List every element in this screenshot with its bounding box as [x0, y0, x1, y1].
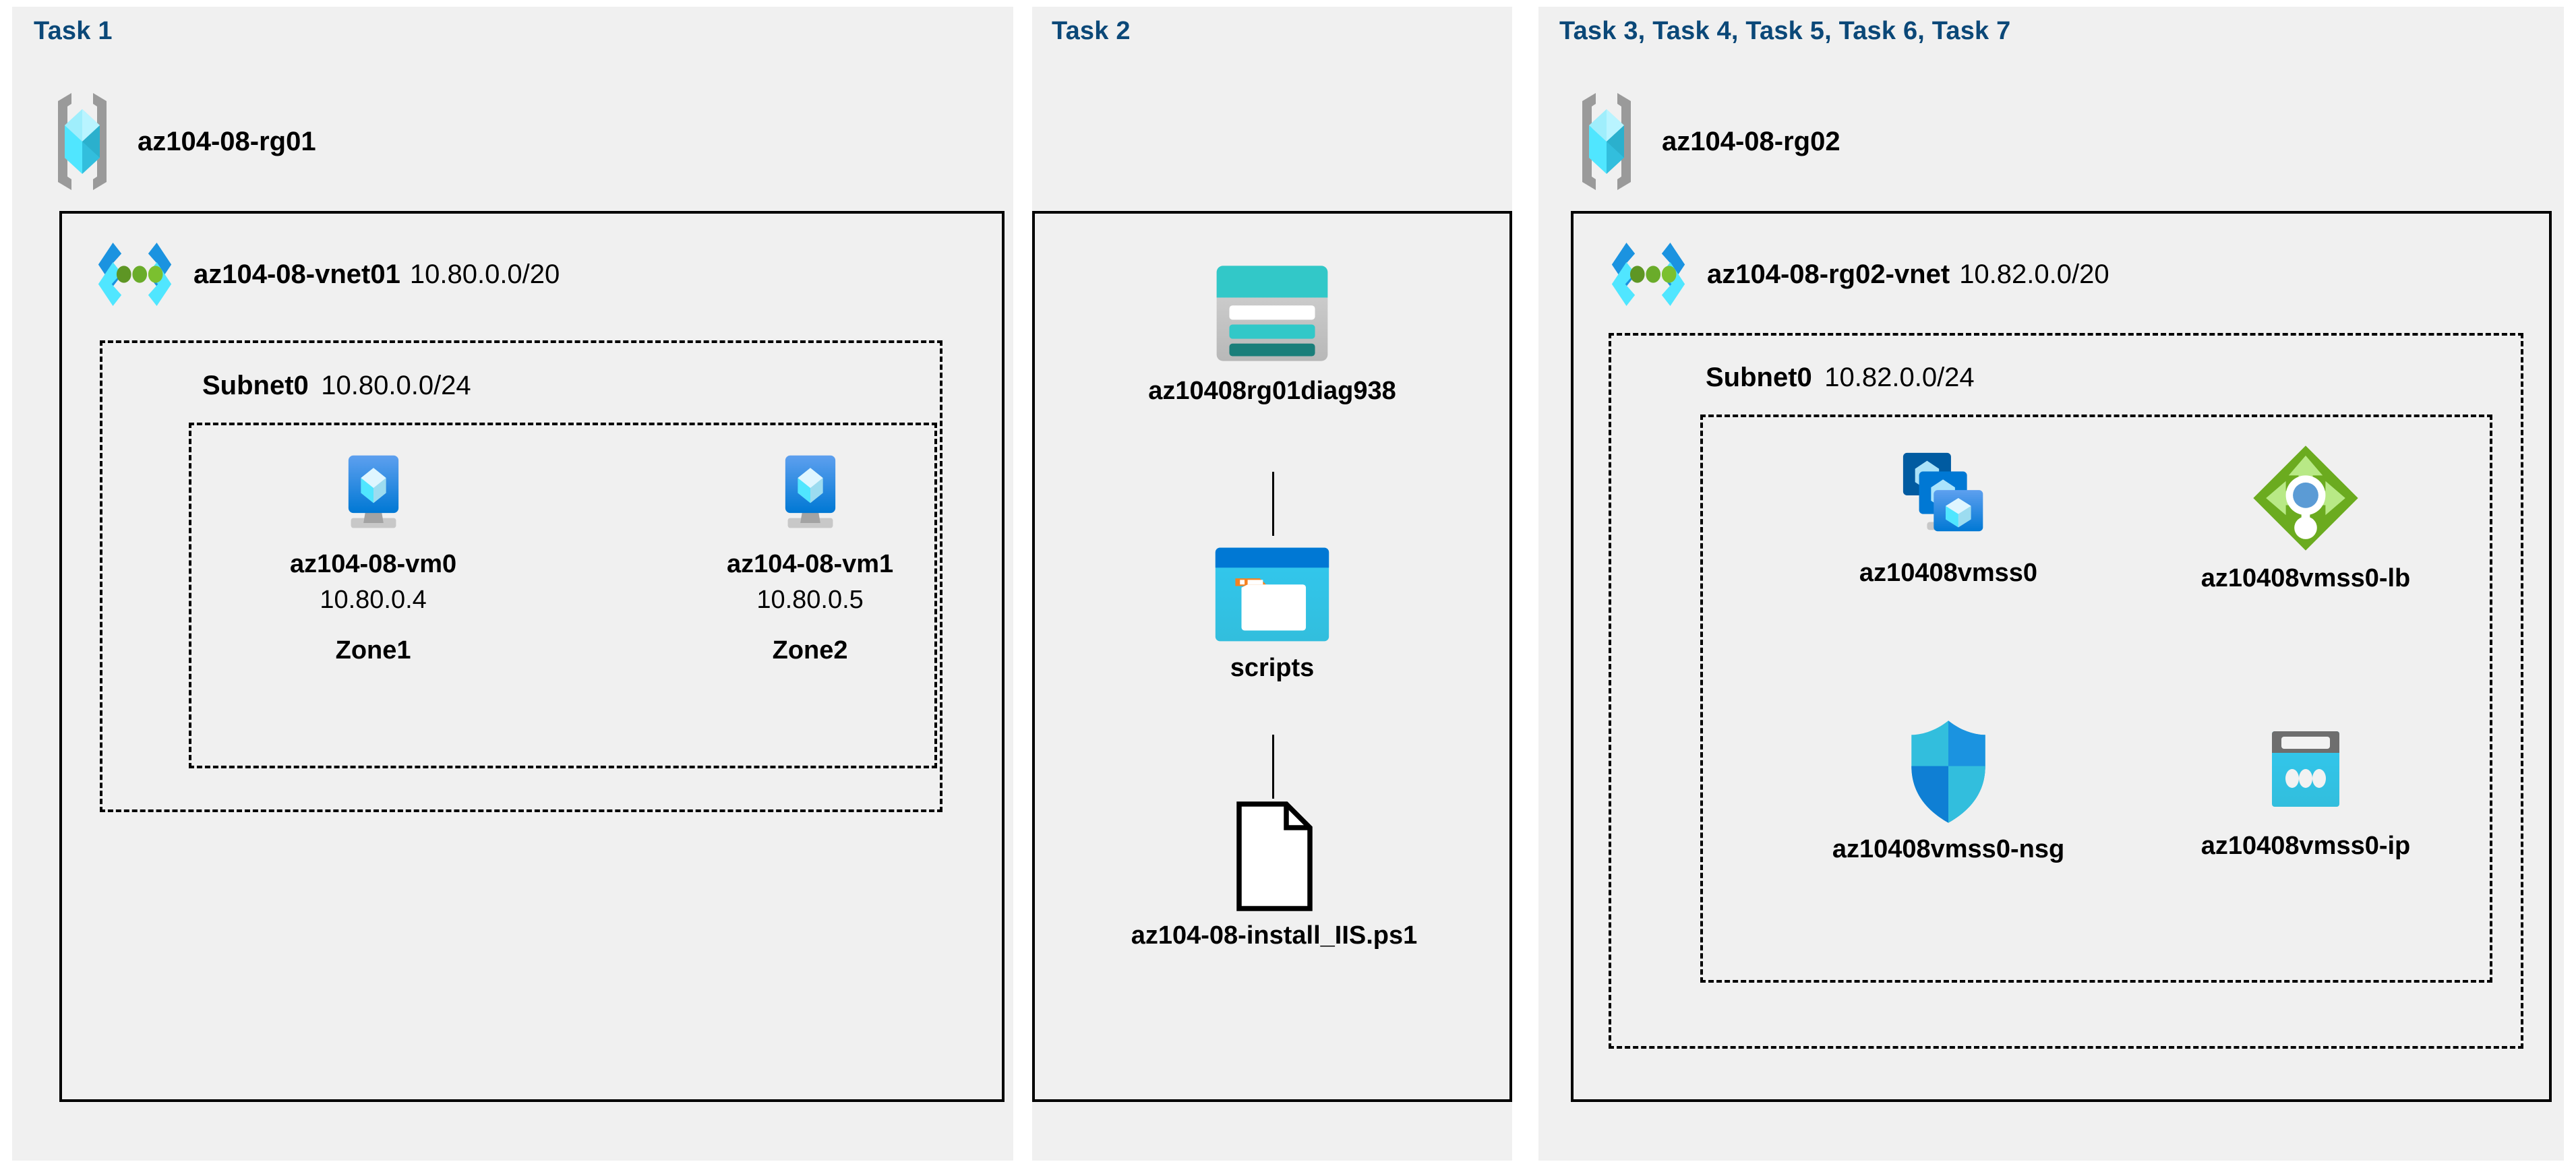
resource-group-name-rg02: az104-08-rg02: [1662, 126, 1840, 156]
script-file-name: az104-08-install_IIS.ps1: [1131, 921, 1418, 950]
resource-group-header-rg02: az104-08-rg02: [1566, 88, 1840, 195]
blob-container-icon: [1211, 545, 1334, 644]
connector-storage-to-container: [1272, 472, 1274, 536]
vm-zone-0: Zone1: [335, 636, 411, 665]
load-balancer-icon: [2249, 441, 2362, 555]
subnet-name-rg02-subnet0: Subnet0: [1706, 363, 1812, 392]
vmss-node[interactable]: az10408vmss0: [1780, 441, 2117, 588]
subnet-cidr-rg02-subnet0: 10.82.0.0/24: [1824, 363, 1975, 392]
resource-group-header-rg01: az104-08-rg01: [42, 88, 316, 195]
connector-container-to-file: [1272, 735, 1274, 799]
panel-task1: [12, 7, 1013, 1161]
subnet-name-vnet01-subnet0: Subnet0: [202, 371, 309, 400]
vnet-box-vnet01: [59, 211, 1005, 1102]
storage-account-node[interactable]: az10408rg01diag938: [1148, 259, 1396, 406]
vnet-header-vnet01: az104-08-vnet01 10.80.0.0/20: [91, 237, 560, 311]
vnet-name-vnet01: az104-08-vnet01: [193, 259, 400, 289]
virtual-machine-icon: [333, 453, 414, 541]
panel-task3-7: [1538, 7, 2564, 1161]
vnet-cidr-vnet01: 10.80.0.0/20: [409, 259, 560, 289]
task2-box: [1032, 211, 1512, 1102]
task-label-3-7: Task 3, Task 4, Task 5, Task 6, Task 7: [1559, 17, 2011, 45]
blob-container-name: scripts: [1230, 654, 1315, 682]
resource-group-icon: [1566, 88, 1647, 195]
resource-group-name-rg01: az104-08-rg01: [138, 126, 316, 156]
public-ip-address-icon: [2263, 721, 2349, 822]
vmss-group-box: [1700, 415, 2492, 983]
vm-ip-0: 10.80.0.4: [320, 586, 427, 614]
vm-name-1: az104-08-vm1: [727, 550, 894, 578]
vm-ip-1: 10.80.0.5: [756, 586, 864, 614]
vm-name-0: az104-08-vm0: [290, 550, 457, 578]
public-ip-name: az10408vmss0-ip: [2200, 832, 2411, 860]
public-ip-node[interactable]: az10408vmss0-ip: [2151, 721, 2461, 861]
subnet-box-rg02-subnet0: [1609, 333, 2523, 1049]
virtual-network-icon: [91, 237, 179, 311]
vnet-name-rg02-vnet: az104-08-rg02-vnet: [1707, 259, 1950, 289]
nsg-node[interactable]: az10408vmss0-nsg: [1756, 718, 2140, 864]
load-balancer-name: az10408vmss0-lb: [2200, 564, 2411, 592]
script-file-node[interactable]: az104-08-install_IIS.ps1: [1099, 801, 1449, 950]
blob-container-node[interactable]: scripts: [1211, 545, 1333, 683]
task-label-1: Task 1: [34, 17, 113, 45]
load-balancer-node[interactable]: az10408vmss0-lb: [2144, 441, 2467, 593]
network-security-group-icon: [1905, 718, 1992, 826]
vnet-header-rg02-vnet: az104-08-rg02-vnet 10.82.0.0/20: [1605, 237, 2109, 311]
subnet-cidr-vnet01-subnet0: 10.80.0.0/24: [321, 371, 471, 400]
virtual-machine-icon: [770, 453, 851, 541]
vnet-cidr-rg02-vnet: 10.82.0.0/20: [1959, 259, 2109, 289]
subnet-title-vnet01-subnet0: Subnet0 10.80.0.0/24: [202, 371, 471, 401]
vm-group-box: [189, 423, 937, 768]
vnet-box-rg02-vnet: [1571, 211, 2552, 1102]
nsg-name: az10408vmss0-nsg: [1832, 835, 2065, 863]
vmss-name: az10408vmss0: [1859, 559, 2038, 587]
task-label-2: Task 2: [1052, 17, 1131, 45]
vm-scale-set-icon: [1898, 441, 1999, 549]
resource-group-icon: [42, 88, 123, 195]
storage-account-icon: [1208, 259, 1336, 367]
file-icon: [1232, 801, 1317, 912]
virtual-network-icon: [1605, 237, 1692, 311]
vm-node-0[interactable]: az104-08-vm0 10.80.0.4 Zone1: [290, 453, 456, 665]
subnet-title-rg02-subnet0: Subnet0 10.82.0.0/24: [1706, 363, 1975, 393]
subnet-box-vnet01-subnet0: [100, 340, 942, 812]
storage-account-name: az10408rg01diag938: [1148, 377, 1396, 405]
vm-node-1[interactable]: az104-08-vm1 10.80.0.5 Zone2: [727, 453, 893, 665]
vm-zone-1: Zone2: [772, 636, 848, 665]
